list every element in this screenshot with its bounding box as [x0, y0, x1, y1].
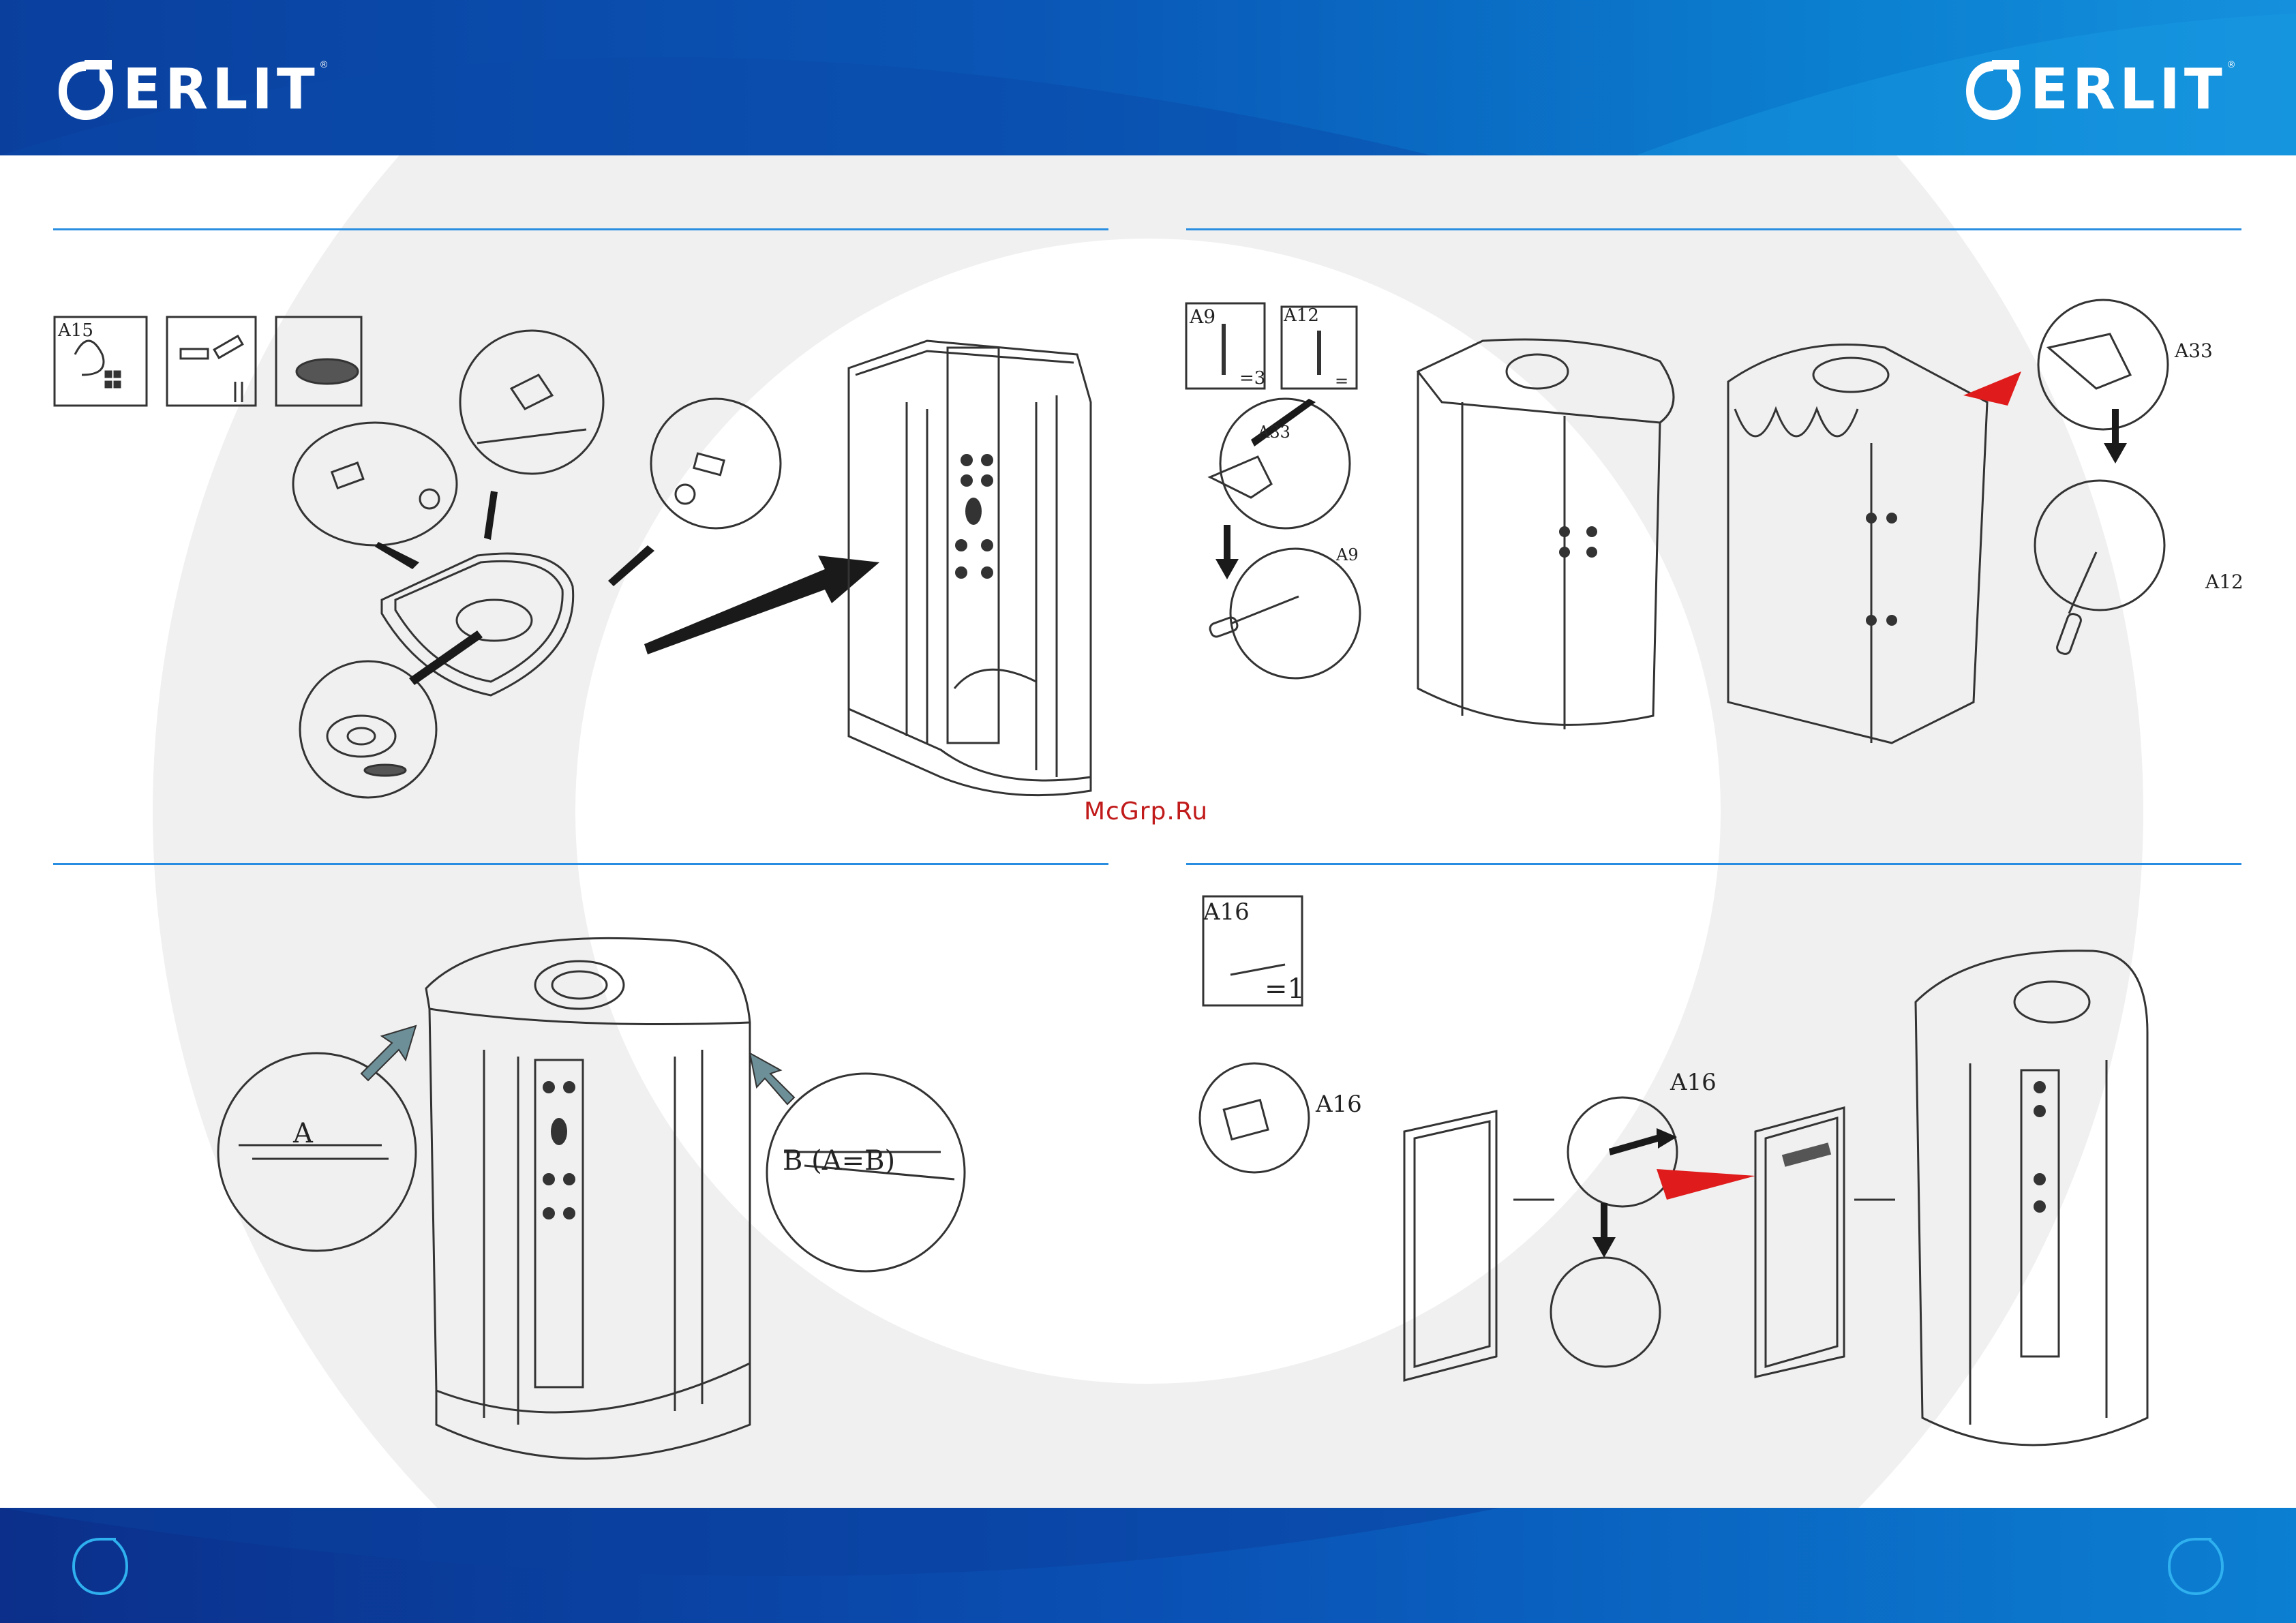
part-qty-a12: = — [1335, 371, 1348, 391]
header-swoosh — [0, 0, 2296, 155]
callout-a33-right: A33 — [2175, 339, 2213, 362]
shower-cabin-open — [849, 341, 1091, 795]
footer-brand-mark-icon-left — [68, 1534, 132, 1598]
part-label-a12: A12 — [1284, 305, 1319, 326]
section-rule-bottom-right — [1186, 863, 2241, 865]
callout-a33-left: A33 — [1258, 423, 1290, 442]
panel-bottom-right-illustration — [1186, 886, 2256, 1486]
header-bar: ERLIT ® ERLIT ® — [0, 0, 2296, 155]
callout-a16-zoom: A16 — [1670, 1069, 1717, 1096]
red-callout-arrow — [1963, 371, 2021, 406]
brand-registered: ® — [320, 59, 327, 70]
assembly-arrows — [375, 491, 879, 685]
callout-gap-b: B (A=B) — [783, 1145, 895, 1177]
part-label-a16: A16 — [1203, 898, 1250, 926]
brand-logo-right: ERLIT ® — [1962, 55, 2235, 125]
callout-a12-right: A12 — [2205, 571, 2244, 593]
panel-bottom-left-illustration — [184, 900, 975, 1486]
red-callout-arrow — [1657, 1169, 1755, 1200]
footer-brand-mark-icon-right — [2164, 1534, 2228, 1598]
part-label-a9: A9 — [1190, 305, 1215, 328]
callout-a16-door: A16 — [1316, 1091, 1362, 1118]
callout-gap-a: A — [293, 1118, 313, 1149]
brand-logo-left: ERLIT ® — [55, 55, 327, 125]
part-qty-a9: =3 — [1239, 368, 1265, 389]
panel-top-left-illustration — [41, 300, 1145, 818]
brand-mark-icon — [1962, 56, 2025, 124]
callout-a9-left: A9 — [1336, 545, 1359, 564]
section-rule-bottom-left — [53, 863, 1108, 865]
footer-bar — [0, 1508, 2296, 1623]
site-watermark: McGrp.Ru — [1084, 798, 1208, 825]
brand-name: ERLIT — [2030, 62, 2226, 118]
brand-registered: ® — [2228, 59, 2235, 70]
brand-mark-icon — [55, 56, 117, 124]
part-qty-a16: =1 — [1265, 973, 1305, 1005]
brand-name: ERLIT — [123, 62, 319, 118]
section-rule-top-right — [1186, 228, 2241, 230]
teal-arrows — [361, 1026, 794, 1104]
section-rule-top-left — [53, 228, 1108, 230]
part-label-a15: A15 — [58, 320, 93, 341]
footer-swoosh — [0, 1508, 2296, 1623]
